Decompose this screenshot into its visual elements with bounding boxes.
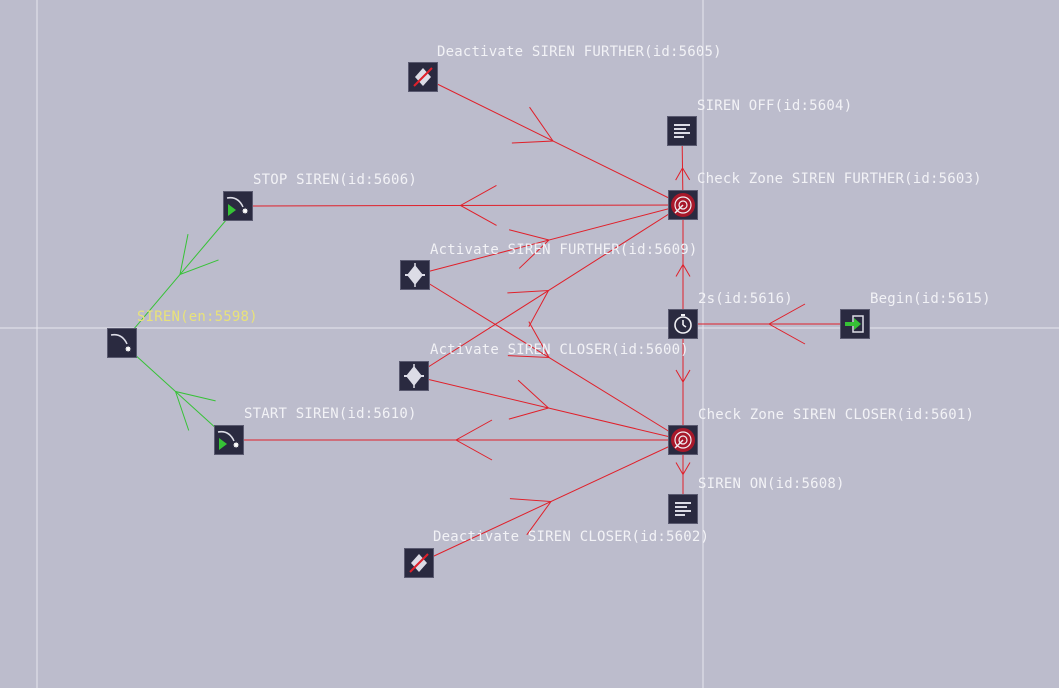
check-zone-siren-further-node[interactable] <box>668 190 698 220</box>
edge-start_siren-to-siren_group <box>121 342 230 441</box>
edge-deactivate_closer-to-check_closer <box>418 439 684 564</box>
edge-timer_2s-to-check_further <box>675 205 691 324</box>
label-begin: Begin(id:5615) <box>870 291 991 307</box>
radar-icon <box>671 428 695 452</box>
radar-icon <box>671 193 695 217</box>
svg-text:✸: ✸ <box>233 438 240 451</box>
edge-begin-to-timer_2s <box>683 303 855 345</box>
label-siren-group: SIREN(en:5598) <box>137 309 258 325</box>
label-deactivate-siren-closer: Deactivate SIREN CLOSER(id:5602) <box>433 529 710 545</box>
label-activate-siren-closer: Activate SIREN CLOSER(id:5600) <box>430 342 689 358</box>
text-lines-icon <box>675 502 691 516</box>
edge-check_further-to-stop_siren <box>237 184 684 226</box>
siren-group-node[interactable]: ✸ <box>107 328 137 358</box>
spinning-top-icon <box>413 67 433 87</box>
start-siren-node[interactable]: ✸ <box>214 425 244 455</box>
timer-2s-node[interactable] <box>668 309 698 339</box>
spinning-top-icon <box>409 553 429 573</box>
check-zone-siren-closer-node[interactable] <box>668 425 698 455</box>
label-siren-on: SIREN ON(id:5608) <box>698 476 845 492</box>
label-check-zone-siren-further: Check Zone SIREN FURTHER(id:5603) <box>697 171 982 187</box>
edge-activate_further-to-check_closer <box>414 274 684 441</box>
siren-on-node[interactable] <box>668 494 698 524</box>
svg-text:✸: ✸ <box>242 204 249 217</box>
edge-stop_siren-to-siren_group <box>121 205 239 344</box>
label-deactivate-siren-further: Deactivate SIREN FURTHER(id:5605) <box>437 44 722 60</box>
spark-play-icon: ✸ <box>217 430 240 451</box>
spark-icon: ✸ <box>110 333 132 355</box>
spark-play-icon: ✸ <box>226 196 249 217</box>
label-start-siren: START SIREN(id:5610) <box>244 406 417 422</box>
edge-deactivate_further-to-check_further <box>422 76 684 206</box>
edge-activate_closer-to-check_further <box>413 204 684 377</box>
timer-icon <box>674 314 692 334</box>
edge-check_closer-to-start_siren <box>229 419 683 461</box>
label-timer-2s: 2s(id:5616) <box>698 291 793 307</box>
svg-text:✸: ✸ <box>125 342 132 355</box>
stop-siren-node[interactable]: ✸ <box>223 191 253 221</box>
edge-timer_2s-to-check_closer <box>675 324 691 440</box>
label-activate-siren-further: Activate SIREN FURTHER(id:5609) <box>430 242 698 258</box>
activate-siren-further-node[interactable] <box>400 260 430 290</box>
label-check-zone-siren-closer: Check Zone SIREN CLOSER(id:5601) <box>698 407 975 423</box>
edge-activate_closer-to-check_closer <box>413 375 684 441</box>
text-lines-icon <box>674 124 690 138</box>
label-siren-off: SIREN OFF(id:5604) <box>697 98 853 114</box>
enter-icon <box>845 315 864 333</box>
begin-node[interactable] <box>840 309 870 339</box>
label-stop-siren: STOP SIREN(id:5606) <box>253 172 417 188</box>
activate-siren-closer-node[interactable] <box>399 361 429 391</box>
deactivate-siren-further-node[interactable] <box>408 62 438 92</box>
edge-activate_further-to-check_further <box>414 204 684 276</box>
spinning-top-icon <box>405 263 425 287</box>
spinning-top-icon <box>404 364 424 388</box>
siren-off-node[interactable] <box>667 116 697 146</box>
deactivate-siren-closer-node[interactable] <box>404 548 434 578</box>
